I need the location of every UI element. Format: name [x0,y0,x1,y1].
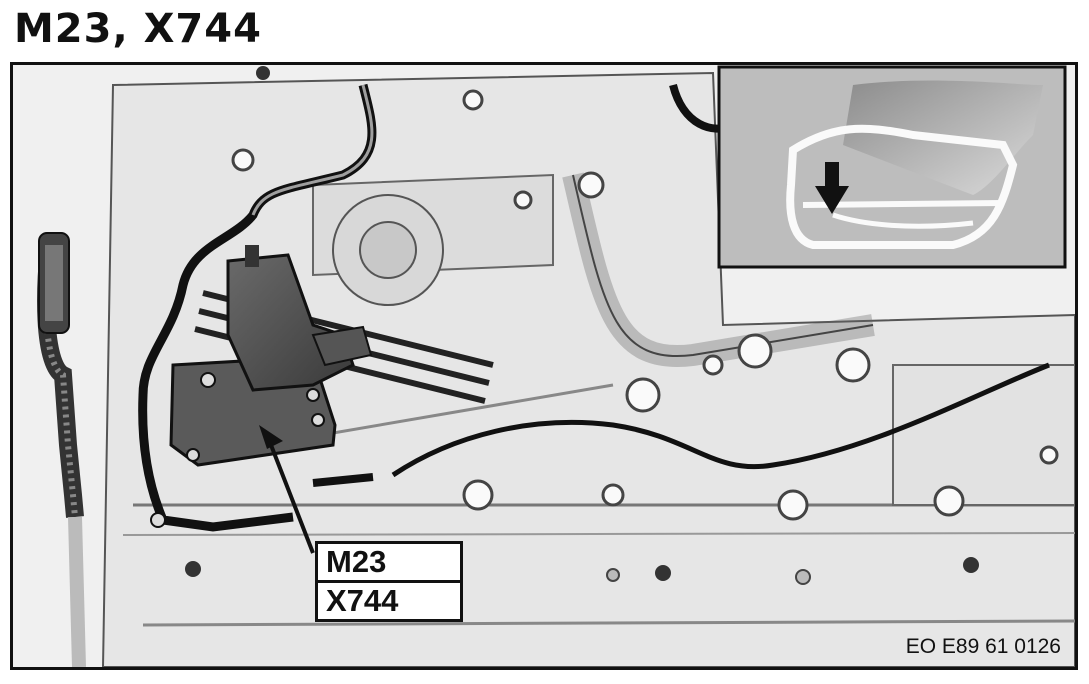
callout-m23: M23 [315,541,463,583]
down-arrow-icon [815,162,849,214]
image-code: EO E89 61 0126 [905,635,1061,658]
inset-door-view [717,65,1067,269]
door-diagram: M23 X744 EO E89 61 0126 [10,62,1078,670]
page-title: M23, X744 [14,6,262,52]
callout-x744: X744 [315,580,463,622]
